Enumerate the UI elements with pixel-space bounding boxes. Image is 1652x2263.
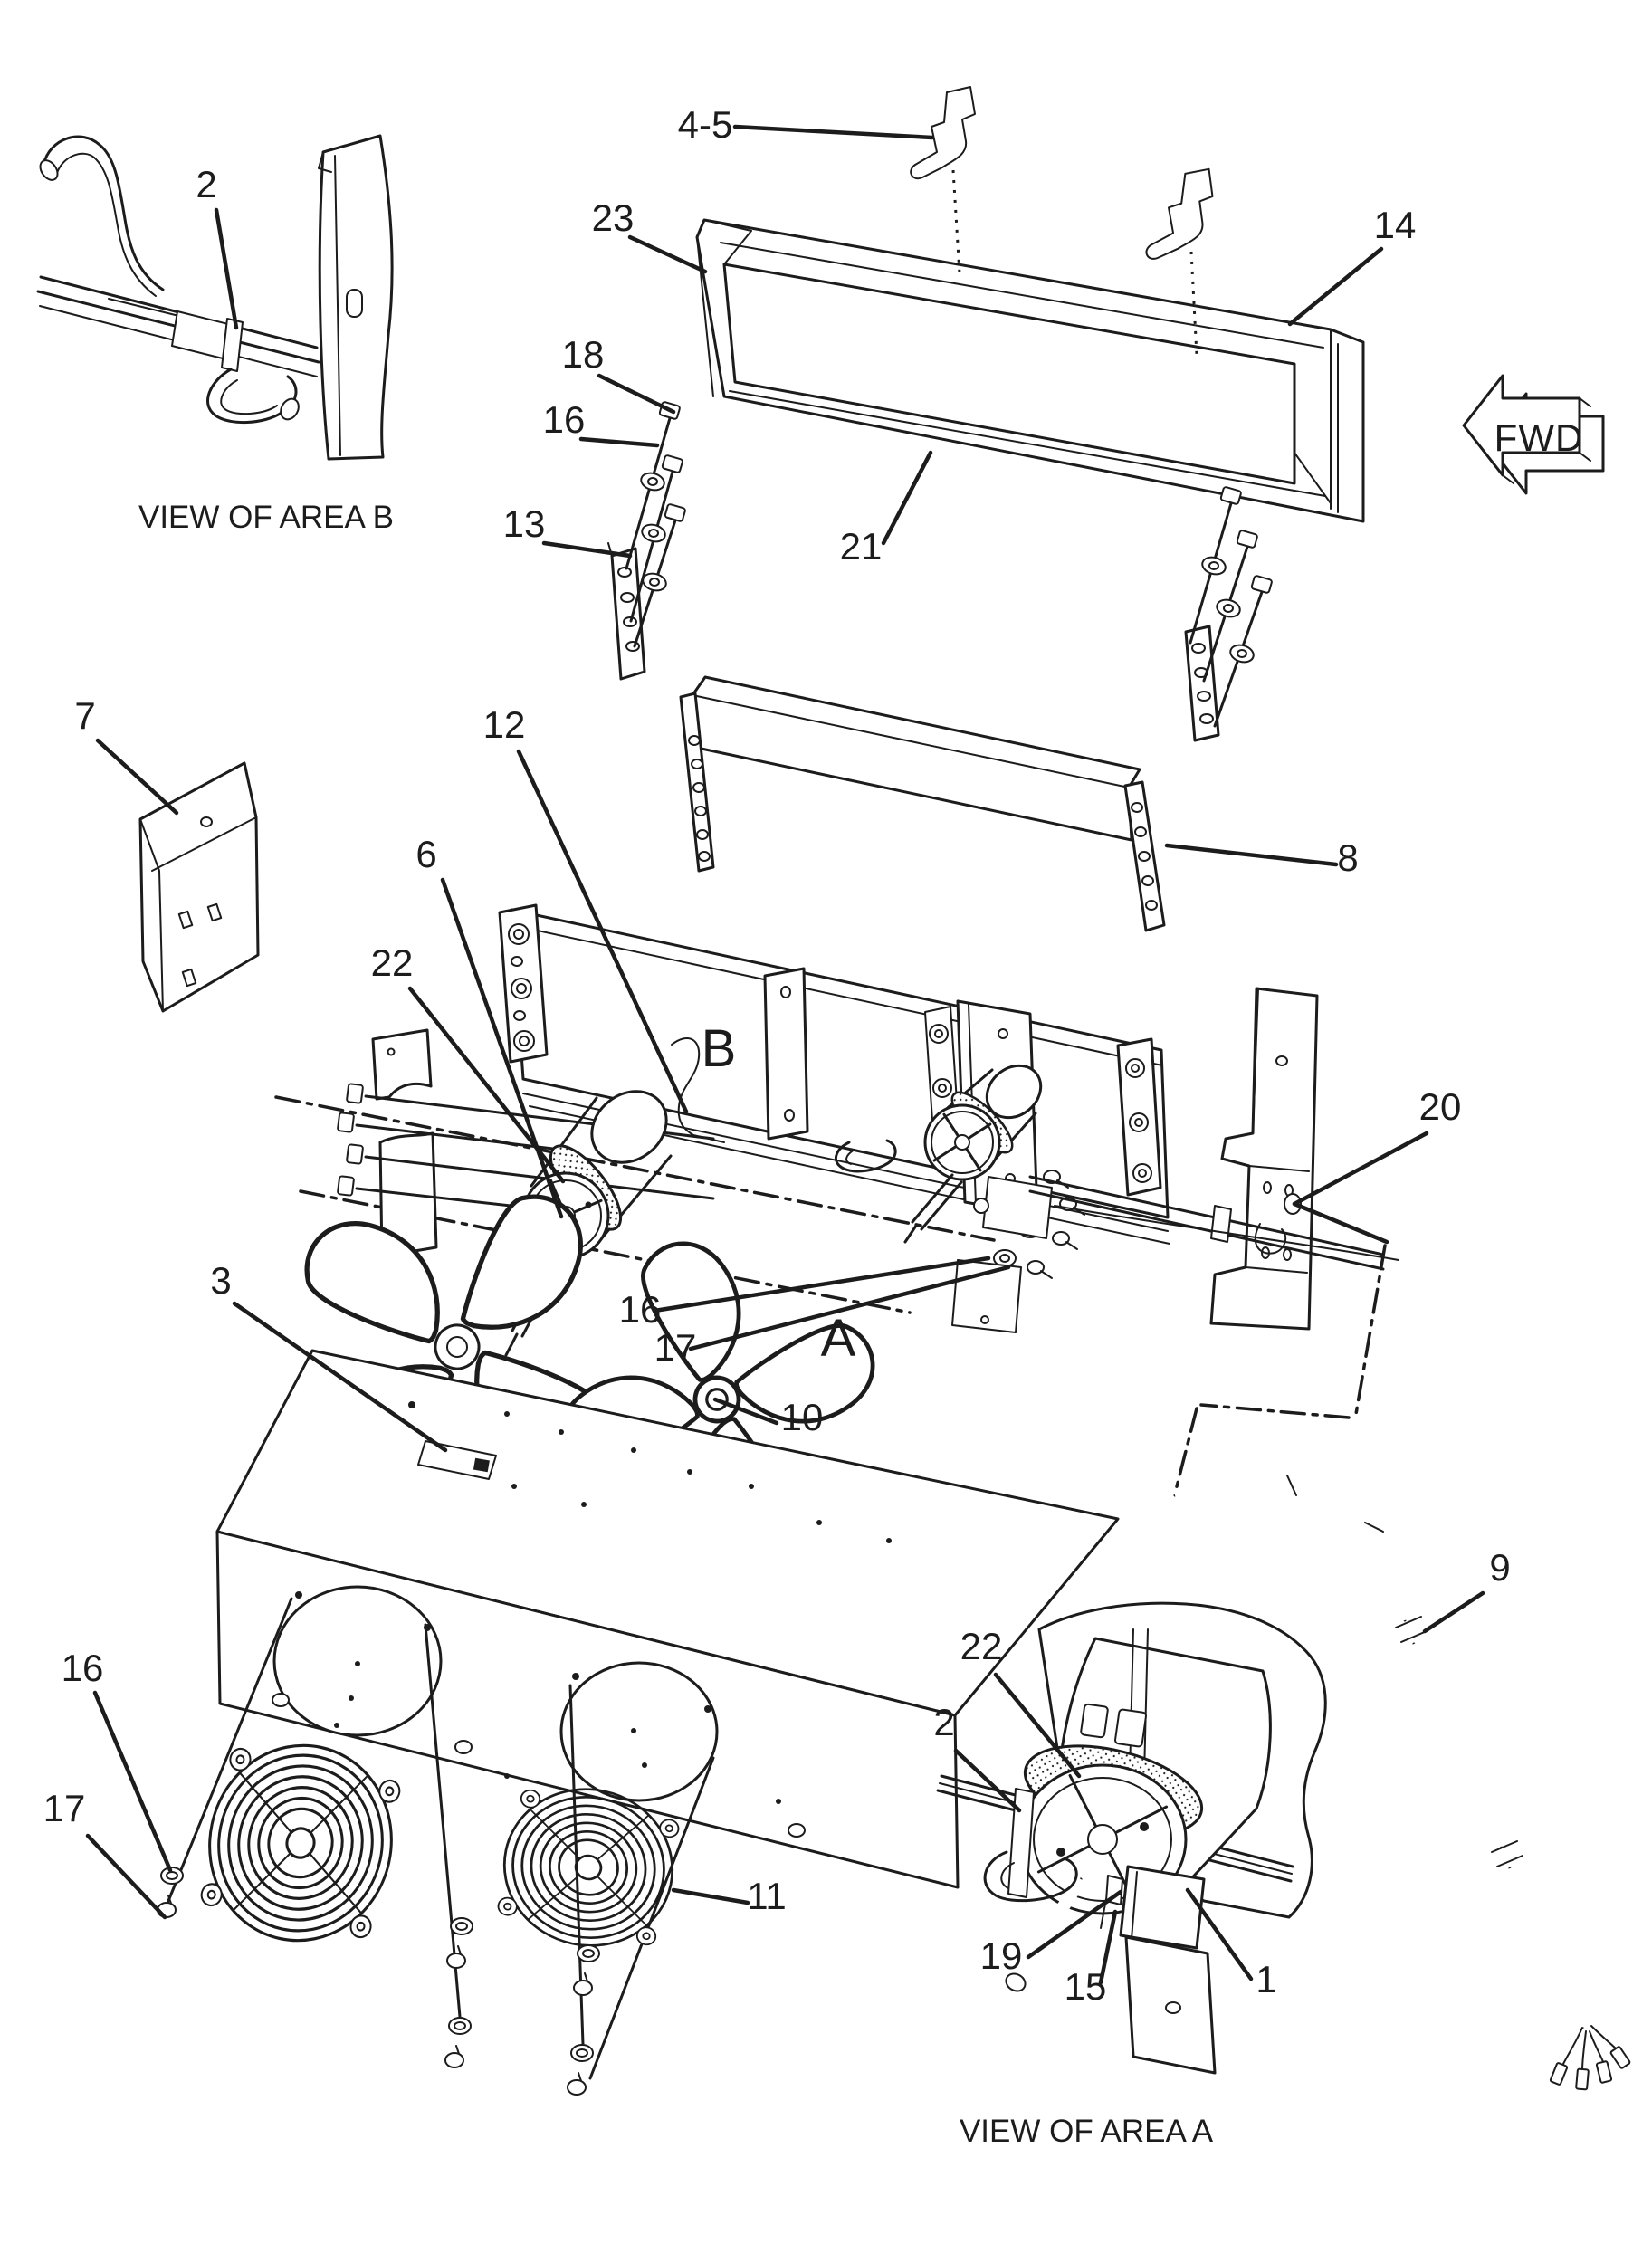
view-letter-b: B [702,1019,737,1078]
callout-22-area-a: 22 [960,1625,1003,1667]
fwd-arrow-label: FWD [1494,416,1584,459]
caption-view-area-a: VIEW OF AREA A [960,2114,1214,2149]
callout-15: 15 [1065,1965,1107,2008]
view-letter-a: A [821,1309,856,1368]
callout-23: 23 [592,196,635,239]
callout-21: 21 [840,525,883,568]
caption-view-area-b: VIEW OF AREA B [138,500,394,535]
callout-12: 12 [483,703,526,746]
callout-3: 3 [210,1259,231,1302]
fwd-arrow: FWD [1462,374,1605,495]
fan-guard-right [497,1788,680,1947]
box-face-holes [295,1591,781,1804]
bracket-right [1209,987,1319,1331]
callout-1: 1 [1256,1958,1276,2000]
callout-17-mid: 17 [654,1326,697,1369]
grille-mounting-clips [910,86,1215,356]
callout-11: 11 [747,1875,787,1917]
bolts-upper-right [1189,486,1273,728]
fan-blade-left [244,1134,670,1560]
callout-6: 6 [415,833,436,875]
callout-10: 10 [781,1396,824,1438]
mounting-strip-left [607,542,646,681]
callout-9: 9 [1489,1546,1510,1589]
callout-17-bottom: 17 [43,1787,86,1829]
motor-a [835,999,1053,1333]
callout-leaders [85,124,1485,1985]
fan-guard-left [200,1743,401,1943]
hex-fasteners [508,923,1152,1183]
callout-2-inset-b: 2 [196,163,216,205]
mounting-strip-right [1184,625,1220,742]
callout-13: 13 [503,502,546,545]
inset-view-area-a [936,1601,1327,2075]
harness-connectors [1549,2025,1631,2091]
callout-2-area-a: 2 [933,1701,954,1743]
box-top-holes [408,1401,892,1543]
callout-19: 19 [980,1934,1023,1977]
wiring-harness [1173,1475,1631,2091]
callout-16-mid: 16 [619,1288,662,1331]
bolts-upper-left [625,401,686,648]
callout-7: 7 [74,694,95,737]
inset-view-area-b [36,134,394,461]
enclosure-box [215,1349,1120,1889]
motor-b-mount-brackets [371,1028,438,1258]
callout-8: 8 [1337,836,1358,879]
condenser-frame [679,675,1166,932]
callout-18: 18 [562,333,605,376]
baffle-plate [763,967,809,1141]
callout-labels: 2 VIEW OF AREA B 4-5 23 14 21 18 16 13 7… [43,103,1511,2149]
callout-4-5: 4-5 [678,103,733,146]
callout-14: 14 [1374,204,1417,246]
mounting-rail [1028,1175,1399,1271]
grille-panel [695,218,1365,523]
callout-16-upper: 16 [543,398,586,441]
callout-16-bottom: 16 [62,1647,104,1689]
callout-22: 22 [371,941,414,984]
callout-20: 20 [1419,1085,1462,1128]
bracket-left [138,761,260,1013]
